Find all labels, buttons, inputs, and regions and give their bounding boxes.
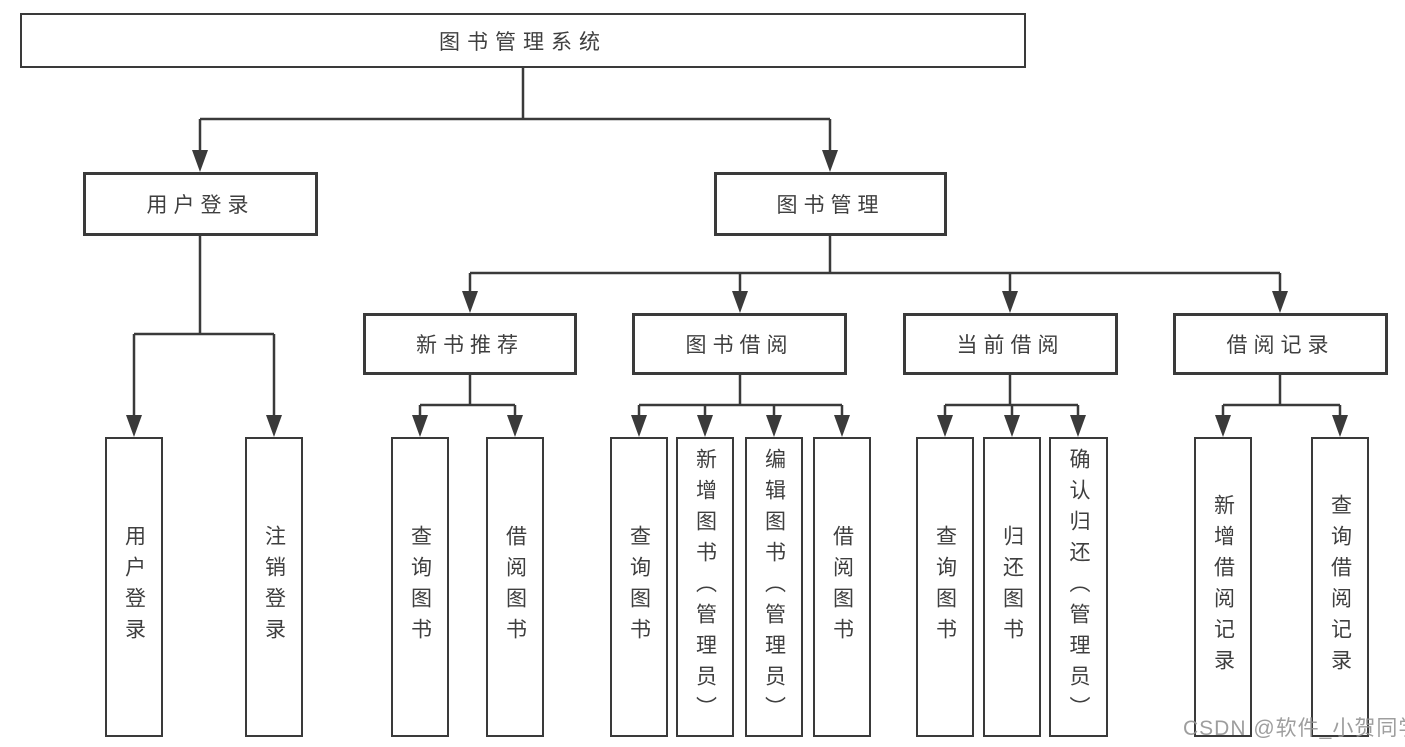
leaf-borrow-books-label: 借阅图书: [830, 525, 854, 649]
leaf-query-books-recommend: 查询图书: [391, 437, 449, 737]
leaf-query-books-current-label: 查询图书: [933, 525, 957, 649]
leaf-return-book-label: 归还图书: [1000, 525, 1024, 649]
arrowheads: [126, 150, 1348, 437]
node-borrow-records-label: 借阅记录: [1226, 334, 1335, 357]
node-new-book-recommend-label: 新书推荐: [416, 334, 524, 357]
connector-root-branch: [198, 68, 832, 168]
leaf-query-books-current: 查询图书: [916, 437, 974, 737]
leaf-query-books-borrow: 查询图书: [610, 437, 668, 737]
node-book-management-label: 图书管理: [776, 194, 885, 217]
connector-new-book-branch: [418, 375, 517, 433]
leaf-add-borrow-record: 新增借阅记录: [1194, 437, 1252, 737]
node-current-borrow-label: 当前借阅: [956, 334, 1065, 357]
leaf-add-book-admin-label: 新增图书（管理员）: [693, 447, 717, 727]
leaf-logout-label: 注销登录: [262, 525, 286, 649]
connector-user-login-branch: [132, 236, 276, 433]
node-book-borrow: 图书借阅: [632, 313, 847, 375]
leaf-query-books-borrow-label: 查询图书: [627, 525, 651, 649]
leaf-borrow-books: 借阅图书: [813, 437, 871, 737]
leaf-confirm-return-admin-label: 确认归还（管理员）: [1067, 447, 1090, 727]
leaf-add-book-admin: 新增图书（管理员）: [676, 437, 734, 737]
node-root-label: 图书管理系统: [439, 30, 607, 54]
leaf-user-login: 用户登录: [105, 437, 163, 737]
connector-borrow-records-branch: [1221, 375, 1342, 433]
leaf-query-books-recommend-label: 查询图书: [408, 525, 432, 649]
node-new-book-recommend: 新书推荐: [363, 313, 577, 375]
leaf-query-borrow-record: 查询借阅记录: [1311, 437, 1369, 737]
leaf-edit-book-admin: 编辑图书（管理员）: [745, 437, 803, 737]
leaf-edit-book-admin-label: 编辑图书（管理员）: [762, 447, 786, 727]
csdn-watermark: CSDN @软件_小贺同学: [1183, 717, 1405, 740]
node-root: 图书管理系统: [20, 13, 1026, 68]
node-book-management: 图书管理: [714, 172, 947, 236]
connector-book-borrow-branch: [637, 375, 844, 433]
leaf-borrow-books-recommend: 借阅图书: [486, 437, 544, 737]
node-user-login-label: 用户登录: [146, 194, 255, 217]
connector-book-management-branch: [468, 236, 1282, 309]
leaf-return-book: 归还图书: [983, 437, 1041, 737]
leaf-logout: 注销登录: [245, 437, 303, 737]
leaf-add-borrow-record-label: 新增借阅记录: [1211, 494, 1235, 680]
leaf-user-login-label: 用户登录: [122, 525, 146, 649]
leaf-borrow-books-recommend-label: 借阅图书: [503, 525, 527, 649]
leaf-query-borrow-record-label: 查询借阅记录: [1328, 494, 1352, 680]
leaf-confirm-return-admin: 确认归还（管理员）: [1049, 437, 1108, 737]
node-book-borrow-label: 图书借阅: [685, 334, 794, 357]
node-user-login: 用户登录: [83, 172, 318, 236]
node-borrow-records: 借阅记录: [1173, 313, 1388, 375]
node-current-borrow: 当前借阅: [903, 313, 1118, 375]
